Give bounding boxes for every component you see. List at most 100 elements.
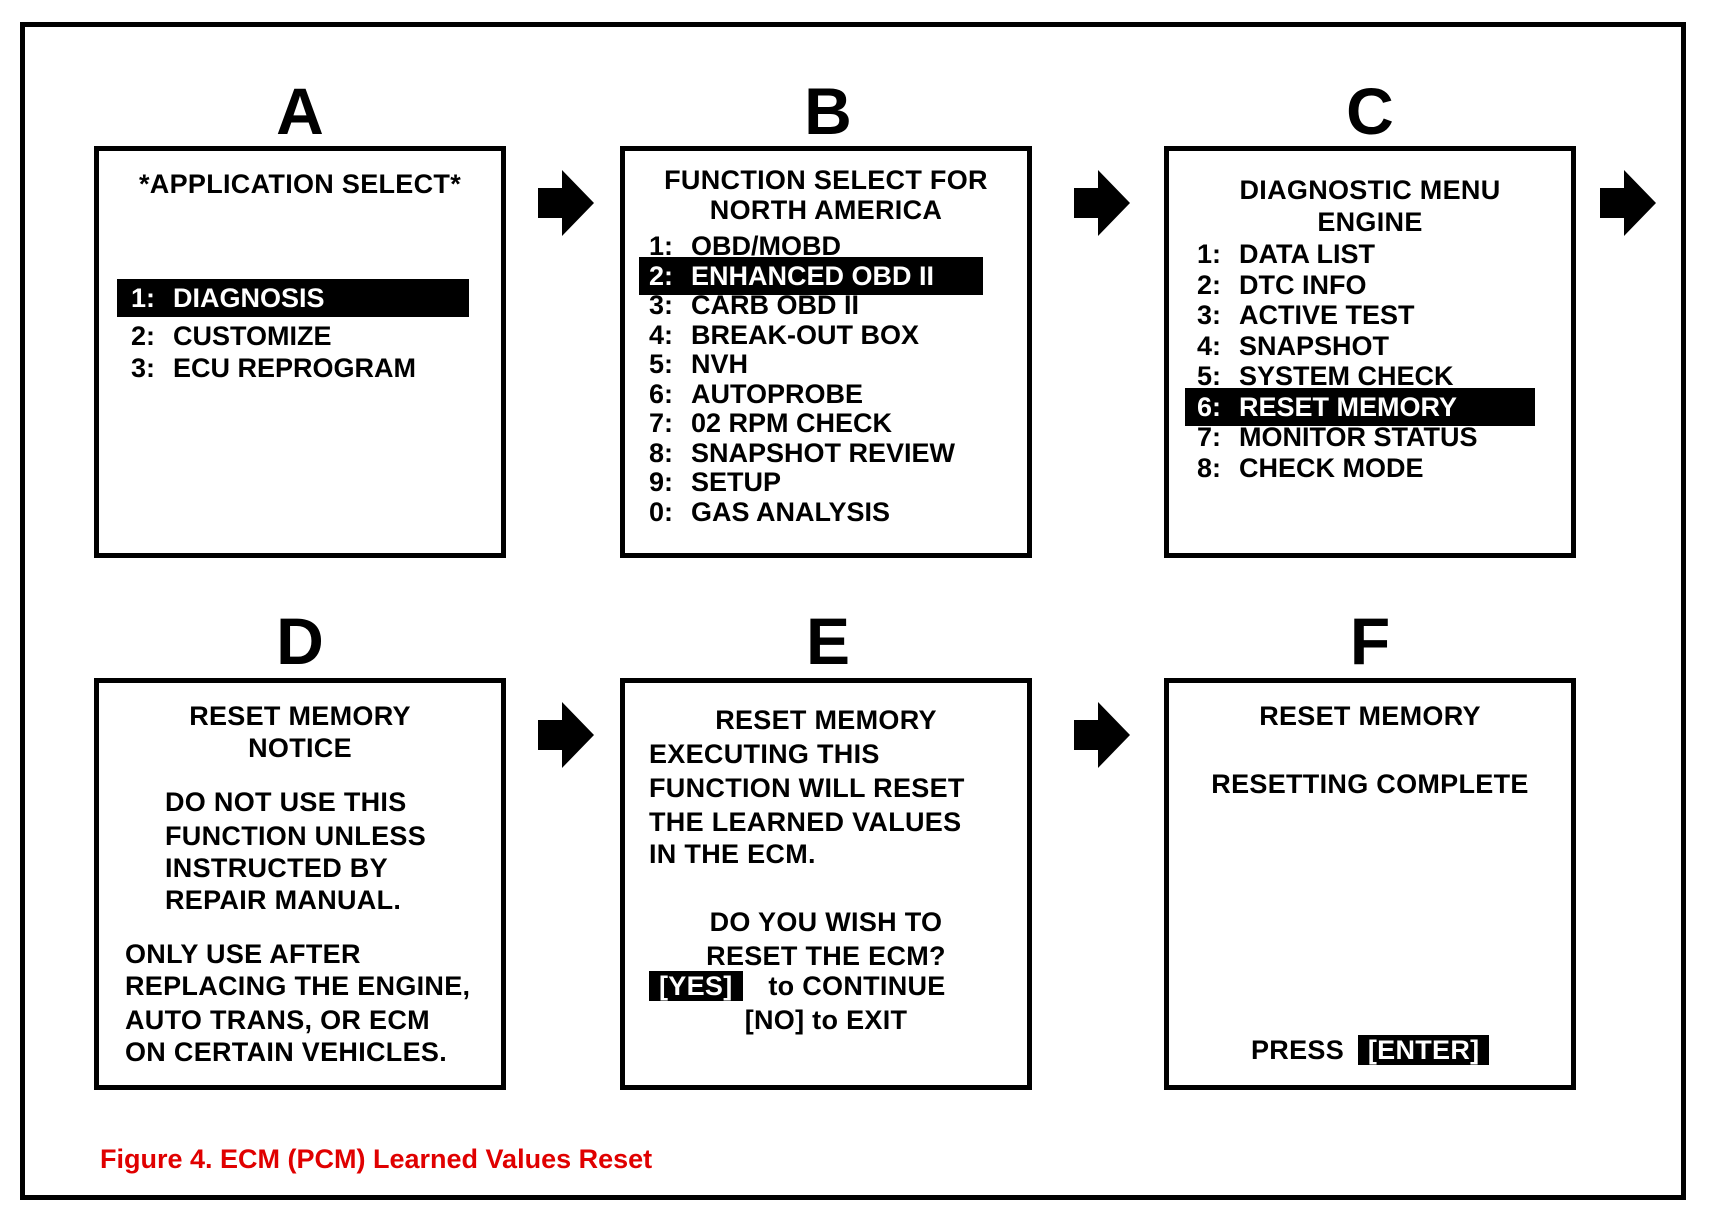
panel-c-title-line2: ENGINE [1317, 207, 1423, 237]
menu-item-system-check[interactable]: 5: SYSTEM CHECK [1197, 361, 1454, 391]
menu-item-nvh[interactable]: 5:NVH [649, 349, 748, 379]
panel-d-note-line: AUTO TRANS, OR ECM [125, 1005, 430, 1035]
panel-a-application-select: *APPLICATION SELECT* 1: DIAGNOSIS 2: CUSTO… [94, 146, 506, 558]
panel-a-title: *APPLICATION SELECT* [138, 169, 462, 199]
menu-item-label: CUSTOMIZE [173, 321, 332, 351]
panel-e-body-line: THE LEARNED VALUES [649, 807, 962, 837]
menu-item-number: 6: [649, 378, 674, 409]
menu-item-break-out-box[interactable]: 4: BREAK-OUT BOX [649, 320, 919, 350]
panel-d-warning-line: DO NOT USE THIS [165, 787, 407, 817]
menu-item-number: 4: [649, 319, 674, 350]
menu-item-number: 1: [131, 283, 156, 313]
menu-item-label: CHECK MODE [1239, 452, 1424, 483]
panel-b-title-line2: NORTH AMERICA [709, 195, 943, 225]
panel-letter-c: C [1346, 74, 1394, 148]
menu-item-number: 2: [131, 321, 156, 351]
menu-item-label: CARB OBD II [691, 290, 859, 320]
menu-item-label: GAS ANALYSIS [691, 496, 891, 527]
menu-item-label: ENHANCED OBD II [691, 260, 935, 291]
menu-item-carb-obd-ii[interactable]: 3: CARB OBD II [649, 290, 859, 320]
menu-item-number: 9: [649, 467, 674, 497]
menu-item-number: 0: [649, 496, 674, 527]
press-text: PRESS [1251, 1035, 1345, 1065]
panel-d-reset-memory-notice: RESET MEMORY NOTICE DO NOT USE THIS FUNC… [94, 678, 506, 1090]
menu-item-reset-memory-selected[interactable]: 6: RESET MEMORY [1185, 387, 1535, 426]
menu-item-label: SYSTEM CHECK [1239, 361, 1454, 391]
panel-d-note-line: REPLACING THE ENGINE, [125, 971, 471, 1001]
panel-d-warning-line: REPAIR MANUAL. [165, 885, 402, 915]
menu-item-label: DIAGNOSIS [173, 283, 325, 313]
menu-item-number: 1: [1197, 239, 1222, 269]
panel-letter-b: B [804, 74, 852, 148]
menu-item-snapshot-review[interactable]: 8: SNAPSHOT REVIEW [649, 438, 955, 468]
menu-item-label: SNAPSHOT [1239, 330, 1390, 361]
menu-item-number: 7: [649, 408, 674, 438]
menu-item-gas-analysis[interactable]: 0: GAS ANALYSIS [649, 497, 890, 527]
menu-item-label: AUTOPROBE [691, 378, 864, 409]
panel-f-reset-complete: RESET MEMORY RESETTING COMPLETE PRESS [E… [1164, 678, 1576, 1090]
figure-frame [20, 22, 1686, 1200]
menu-item-number: 5: [1197, 361, 1222, 391]
figure-caption: Figure 4. ECM (PCM) Learned Values Reset [100, 1144, 653, 1174]
menu-item-data-list[interactable]: 1: DATA LIST [1197, 239, 1375, 269]
right-arrow-icon [1074, 702, 1130, 768]
menu-item-number: 6: [1197, 391, 1222, 422]
menu-item-active-test[interactable]: 3:ACTIVE TEST [1197, 300, 1415, 330]
menu-item-number: 3: [131, 353, 156, 383]
panel-d-title-line1: RESET MEMORY [189, 701, 411, 731]
panel-e-reset-confirm: RESET MEMORY EXECUTING THIS FUNCTION WIL… [620, 678, 1032, 1090]
menu-item-check-mode[interactable]: 8: CHECK MODE [1197, 453, 1424, 483]
menu-item-label: RESET MEMORY [1239, 391, 1458, 422]
panel-e-question-line2: RESET THE ECM? [706, 941, 946, 971]
panel-e-title: RESET MEMORY [715, 705, 937, 735]
no-key-exit-text[interactable]: [NO] to EXIT [744, 1005, 908, 1035]
right-arrow-icon [1074, 170, 1130, 236]
menu-item-label: SETUP [691, 467, 782, 497]
menu-item-number: 2: [1197, 269, 1222, 300]
panel-c-title-line1: DIAGNOSTIC MENU [1239, 175, 1501, 205]
menu-item-number: 8: [1197, 452, 1222, 483]
menu-item-label: ECU REPROGRAM [173, 353, 417, 383]
menu-item-ecu-reprogram[interactable]: 3: ECU REPROGRAM [131, 353, 416, 383]
yes-key-button[interactable]: [YES] [649, 971, 743, 1001]
menu-item-number: 3: [649, 290, 674, 320]
right-arrow-icon [538, 702, 594, 768]
menu-item-obd-mobd[interactable]: 1:OBD/MOBD [649, 231, 841, 261]
enter-key-button[interactable]: [ENTER] [1357, 1035, 1490, 1065]
menu-item-label: SNAPSHOT REVIEW [691, 437, 956, 468]
panel-d-title-line2: NOTICE [248, 733, 352, 763]
panel-f-title: RESET MEMORY [1259, 701, 1481, 731]
menu-item-label: MONITOR STATUS [1239, 422, 1478, 452]
menu-item-snapshot[interactable]: 4: SNAPSHOT [1197, 331, 1389, 361]
panel-b-function-select: FUNCTION SELECT FOR NORTH AMERICA 1:OBD/… [620, 146, 1032, 558]
menu-item-label: BREAK-OUT BOX [691, 319, 919, 350]
menu-item-number: 3: [1197, 300, 1222, 330]
panel-c-diagnostic-menu: DIAGNOSTIC MENU ENGINE 1: DATA LIST 2: DTC … [1164, 146, 1576, 558]
menu-item-enhanced-obd-ii-selected[interactable]: 2:ENHANCED OBD II [639, 256, 983, 295]
panel-f-status: RESETTING COMPLETE [1211, 769, 1529, 799]
continue-text: to CONTINUE [768, 971, 946, 1001]
menu-item-number: 8: [649, 437, 674, 468]
menu-item-label: DATA LIST [1239, 239, 1375, 269]
menu-item-monitor-status[interactable]: 7:MONITOR STATUS [1197, 422, 1478, 452]
panel-letter-d: D [276, 604, 324, 678]
panel-d-note-line: ONLY USE AFTER [125, 939, 361, 969]
panel-d-warning-line: FUNCTION UNLESS [165, 821, 426, 851]
right-arrow-icon [538, 170, 594, 236]
menu-item-setup[interactable]: 9: SETUP [649, 467, 781, 497]
menu-item-customize[interactable]: 2: CUSTOMIZE [131, 321, 332, 351]
panel-b-title-line1: FUNCTION SELECT FOR [664, 165, 988, 195]
menu-item-number: 4: [1197, 330, 1222, 361]
panel-d-warning-line: INSTRUCTED BY [165, 853, 388, 883]
right-arrow-icon [1600, 170, 1656, 236]
menu-item-label: DTC INFO [1239, 269, 1367, 300]
panel-e-body-line: IN THE ECM. [649, 839, 816, 869]
panel-e-body-line: EXECUTING THIS [649, 739, 880, 769]
menu-item-dtc-info[interactable]: 2: DTC INFO [1197, 270, 1367, 300]
menu-item-diagnosis-selected[interactable]: 1: DIAGNOSIS [117, 279, 469, 317]
panel-d-note-line: ON CERTAIN VEHICLES. [125, 1037, 448, 1067]
menu-item-autoprobe[interactable]: 6: AUTOPROBE [649, 379, 863, 409]
menu-item-02-rpm-check[interactable]: 7:02 RPM CHECK [649, 408, 892, 438]
panel-letter-a: A [276, 74, 324, 148]
panel-e-body-line: FUNCTION WILL RESET [649, 773, 965, 803]
